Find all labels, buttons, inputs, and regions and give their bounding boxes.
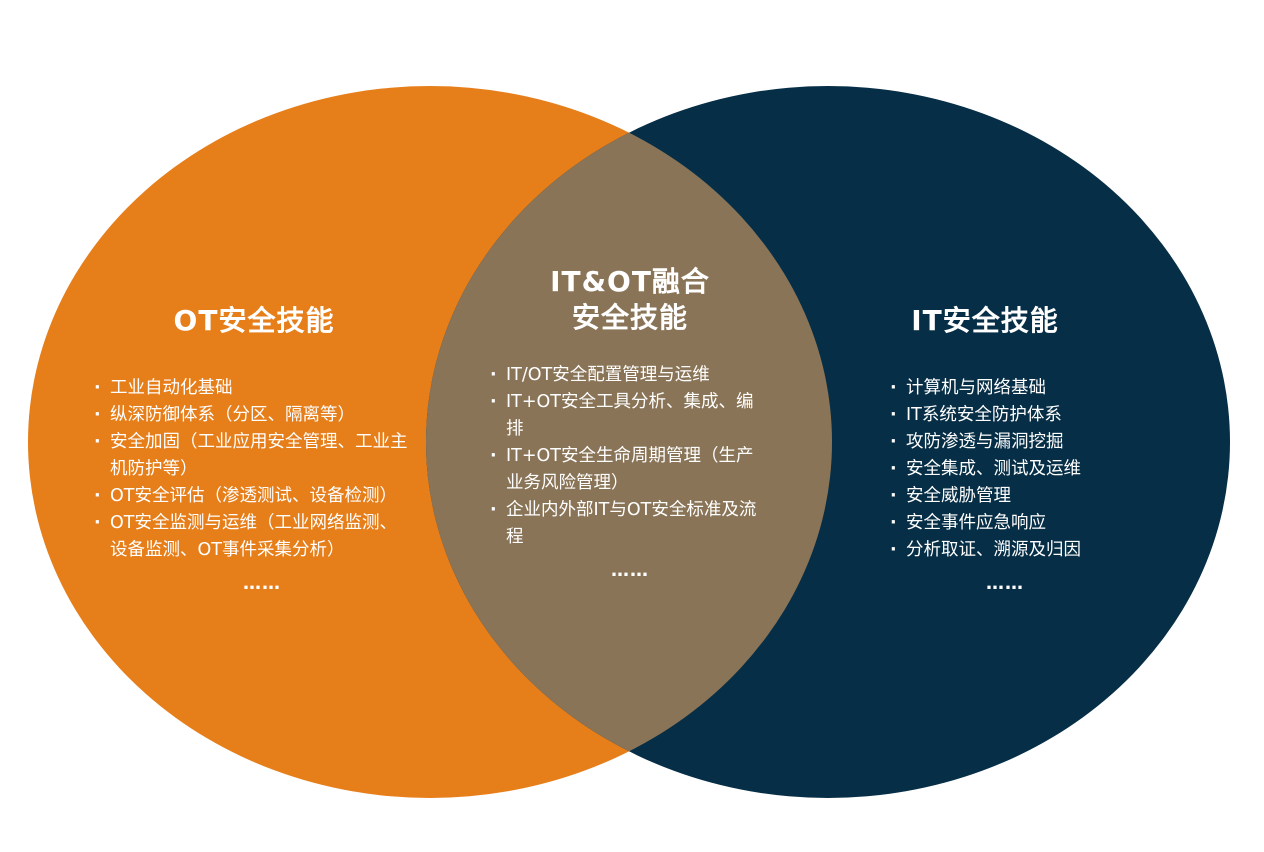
fusion-title-line1: IT&OT融合 [550,265,710,298]
list-item: 安全加固（工业应用安全管理、工业主机防护等） [94,429,414,483]
ot-title: OT安全技能 [173,304,335,337]
list-item: 安全威胁管理 [890,483,1150,510]
list-item: 安全集成、测试及运维 [890,456,1150,483]
list-item: 分析取证、溯源及归因 [890,537,1150,564]
it-ot-fusion-panel: IT&OT融合 安全技能 IT/OT安全配置管理与运维 IT+OT安全工具分析、… [490,264,770,581]
list-item: IT+OT安全生命周期管理（生产业务风险管理） [490,443,770,497]
list-item: 工业自动化基础 [94,375,414,402]
list-item: IT/OT安全配置管理与运维 [490,362,770,389]
fusion-title-line2: 安全技能 [571,301,688,334]
list-item: OT安全监测与运维（工业网络监测、设备监测、OT事件采集分析） [94,510,414,564]
ot-skill-list: 工业自动化基础 纵深防御体系（分区、隔离等） 安全加固（工业应用安全管理、工业主… [94,375,414,564]
fusion-ellipsis: …… [611,560,649,581]
it-skill-list: 计算机与网络基础 IT系统安全防护体系 攻防渗透与漏洞挖掘 安全集成、测试及运维… [890,375,1150,564]
fusion-skill-list: IT/OT安全配置管理与运维 IT+OT安全工具分析、集成、编排 IT+OT安全… [490,362,770,551]
it-title: IT安全技能 [911,304,1059,337]
ot-skills-panel: OT安全技能 工业自动化基础 纵深防御体系（分区、隔离等） 安全加固（工业应用安… [94,303,414,594]
list-item: 企业内外部IT与OT安全标准及流程 [490,497,770,551]
list-item: IT系统安全防护体系 [890,402,1150,429]
overlap-region [426,86,832,798]
list-item: 计算机与网络基础 [890,375,1150,402]
list-item: IT+OT安全工具分析、集成、编排 [490,389,770,443]
it-skills-panel: IT安全技能 计算机与网络基础 IT系统安全防护体系 攻防渗透与漏洞挖掘 安全集… [890,303,1150,594]
list-item: 纵深防御体系（分区、隔离等） [94,402,414,429]
list-item: 攻防渗透与漏洞挖掘 [890,429,1150,456]
ot-ellipsis: …… [243,573,281,594]
list-item: 安全事件应急响应 [890,510,1150,537]
list-item: OT安全评估（渗透测试、设备检测） [94,483,414,510]
it-ellipsis: …… [986,573,1024,594]
